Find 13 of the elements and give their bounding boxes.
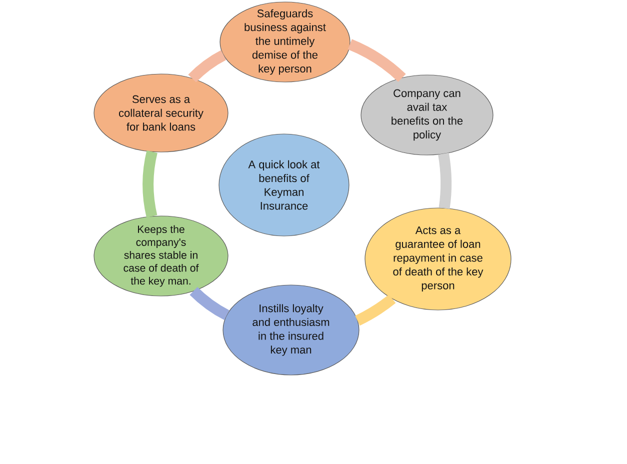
ring-arc xyxy=(190,287,230,320)
ring-arc xyxy=(142,150,158,218)
oval-node: Company can avail tax benefits on the policy xyxy=(360,74,494,156)
ring-arc xyxy=(438,152,452,209)
oval-node: Instills loyalty and enthusiasm in the insured key man xyxy=(222,284,360,376)
oval-node: Keeps the company's shares stable in case of death of the key man. xyxy=(94,216,228,296)
ring-arc xyxy=(188,50,226,82)
oval-node: Acts as a guarantee of loan repayment in case of death of the key person xyxy=(364,208,512,310)
oval-node: Safeguards business against the untimely demise of the key person xyxy=(220,2,350,82)
ring-arc xyxy=(348,39,406,82)
ring-arc xyxy=(355,294,396,326)
center-oval: A quick look at benefits of Keyman Insurance xyxy=(218,134,350,236)
oval-node: Serves as a collateral security for bank loans xyxy=(94,74,228,152)
